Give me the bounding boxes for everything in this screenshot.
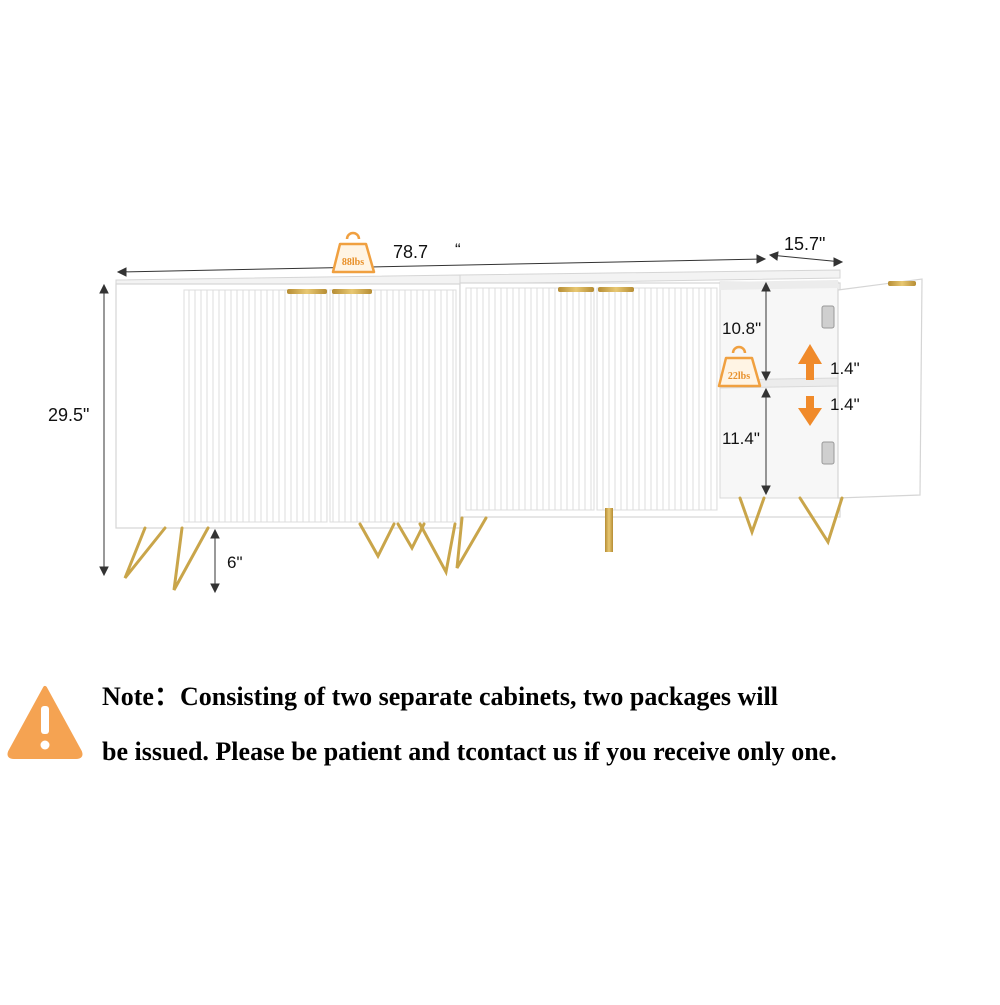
cabinet-door	[329, 289, 457, 523]
shelf-adjust-down-label: 1.4"	[830, 395, 860, 414]
width-mark: “	[455, 240, 461, 259]
lower-space-label: 11.4"	[722, 429, 760, 448]
arrow-head	[210, 528, 220, 539]
height-label: 29.5"	[48, 405, 90, 425]
note-line-1: Note：Consisting of two separate cabinets…	[102, 682, 778, 711]
gold-leg	[172, 526, 210, 591]
arrow-shaft	[806, 362, 814, 380]
width-label: 78.7	[393, 242, 429, 262]
shelf-weight-label: 22lbs	[728, 371, 750, 382]
gold-leg	[123, 526, 167, 579]
door-hinge	[821, 305, 835, 329]
arrow-head	[99, 566, 109, 577]
gold-leg	[358, 522, 396, 560]
cabinet-door	[183, 289, 328, 523]
width-dimension-line	[117, 258, 766, 273]
gold-leg	[418, 522, 457, 577]
arrow-head	[116, 267, 127, 277]
gold-handle	[598, 287, 634, 292]
upper-space-label: 10.8"	[722, 319, 762, 338]
gold-handle	[332, 289, 372, 294]
arrow-head	[761, 485, 771, 496]
weight-icon: 88lbs	[331, 231, 376, 274]
gold-leg	[396, 522, 426, 552]
interior-top-shadow	[720, 280, 838, 290]
arrow-head	[761, 387, 771, 398]
top-weight-label: 88lbs	[342, 257, 364, 268]
arrow-head	[761, 371, 771, 382]
open-door	[837, 278, 923, 499]
arrow-head	[756, 254, 767, 264]
arrow-head	[99, 283, 109, 294]
gold-handle	[287, 289, 327, 294]
gold-leg	[738, 496, 766, 537]
cabinet-left	[115, 274, 461, 529]
cabinet-door	[596, 287, 718, 511]
double-arrow-icon	[798, 344, 822, 426]
dimension-lines	[99, 251, 844, 594]
arrow-head	[798, 408, 822, 426]
arrow-head	[768, 251, 779, 261]
weight-icon: 22lbs	[717, 345, 762, 388]
cabinet-door	[465, 287, 595, 511]
arrow-head	[761, 281, 771, 292]
warning-triangle-icon	[7, 686, 83, 759]
arrow-head	[210, 583, 220, 594]
shelf-adjust-up-label: 1.4"	[830, 359, 860, 378]
leg-height-label: 6"	[227, 553, 243, 572]
door-hinge	[821, 441, 835, 465]
arrow-shaft	[806, 396, 814, 412]
cabinet-interior	[719, 281, 839, 499]
gold-handle	[558, 287, 594, 292]
arrow-head	[798, 344, 822, 364]
gold-leg	[455, 516, 488, 569]
depth-dimension-line	[769, 254, 843, 263]
gold-hairpin-legs	[123, 496, 844, 591]
depth-label: 15.7"	[784, 234, 826, 254]
cabinet-right	[459, 269, 923, 518]
gold-handle	[888, 281, 916, 286]
arrow-head	[833, 257, 844, 267]
cabinet-right-top	[459, 269, 841, 285]
gold-leg	[605, 508, 613, 552]
note-line-2: be issued. Please be patient and tcontac…	[102, 737, 837, 766]
gold-leg	[798, 496, 844, 546]
